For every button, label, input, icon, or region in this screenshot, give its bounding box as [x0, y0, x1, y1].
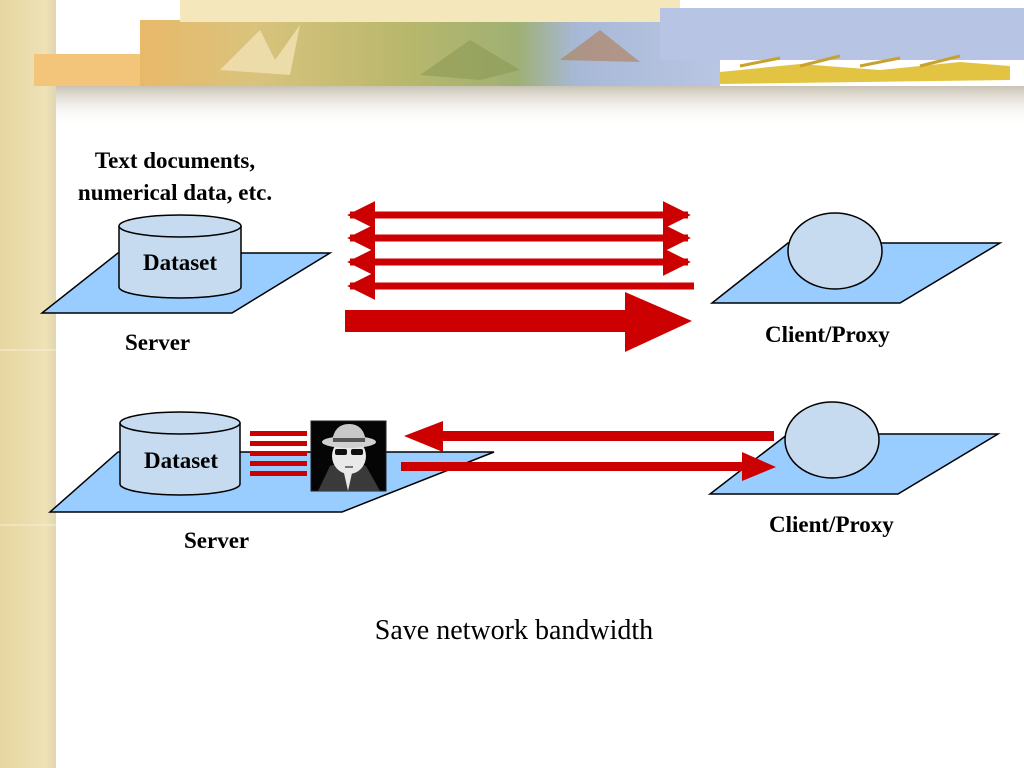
client-proxy-label: Client/Proxy: [765, 322, 890, 347]
left-decorative-strip: [0, 0, 56, 768]
dataset-cylinder: [118, 214, 242, 299]
data-transfer-arrows: [347, 201, 694, 300]
client-node: [784, 401, 880, 479]
client-proxy-label: Client/Proxy: [769, 512, 894, 537]
response-arrow: [401, 452, 776, 481]
data-type-note-line-2: numerical data, etc.: [77, 180, 273, 205]
dataset-label: Dataset: [143, 448, 219, 473]
request-arrow: [404, 421, 774, 452]
large-request-arrow: [345, 292, 692, 352]
dataset-cylinder: [119, 411, 241, 496]
local-transfer-lines: [250, 431, 307, 476]
dataset-label: Dataset: [142, 250, 218, 275]
slide-caption: Save network bandwidth: [374, 615, 654, 646]
server-label: Server: [184, 528, 250, 553]
server-label: Server: [125, 330, 191, 355]
top-decorative-banner: [34, 0, 1024, 126]
client-node: [787, 212, 883, 290]
scenario-2-diagram: [48, 401, 1001, 513]
spy-agent-icon: [310, 420, 387, 492]
data-type-note-line-1: Text documents,: [94, 148, 256, 173]
data-type-note: Text documents, numerical data, etc.: [40, 145, 310, 209]
scenario-1-diagram: [39, 201, 1003, 352]
